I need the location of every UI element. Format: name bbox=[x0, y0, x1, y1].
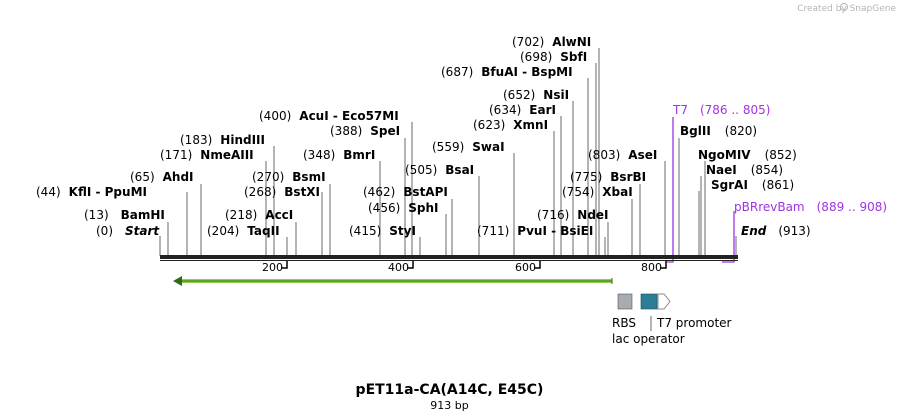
site-sgrai-label: SgrAI(861) bbox=[711, 178, 794, 192]
site-sphi-label: (456)SphI bbox=[368, 201, 439, 215]
sequence-backbone bbox=[160, 255, 738, 261]
site-bstxi-label: (268)BstXI bbox=[244, 185, 320, 199]
site-xbai-label: (754)XbaI bbox=[562, 185, 633, 199]
rbs-feature bbox=[617, 293, 633, 310]
site-sbfi-label: (698)SbfI bbox=[520, 50, 587, 64]
site-kfli-label: (44)KflI - PpuMI bbox=[36, 185, 147, 199]
site-bstapi-label: (462)BstAPI bbox=[363, 185, 448, 199]
rbs-label: RBS bbox=[612, 316, 636, 330]
site-ndei-label: (716)NdeI bbox=[537, 208, 609, 222]
restriction-site-labels: (0)Start (13)BamHI (44)KflI - PpuMI (65)… bbox=[36, 35, 811, 238]
site-acui-label: (400)AcuI - Eco57MI bbox=[259, 109, 399, 123]
site-nmeaiii-label: (171)NmeAIII bbox=[160, 148, 254, 162]
site-bmri-label: (348)BmrI bbox=[303, 148, 375, 162]
site-bamhi-label: (13)BamHI bbox=[84, 208, 165, 222]
site-start-label: (0)Start bbox=[96, 224, 160, 238]
primer-pbrrevbam: pBRrevBam(889 .. 908) bbox=[722, 200, 887, 263]
bp-ruler: 200 400 600 800 bbox=[262, 261, 667, 274]
tick-400: 400 bbox=[388, 261, 409, 274]
site-spei-label: (388)SpeI bbox=[330, 124, 400, 138]
site-hindiii-label: (183)HindIII bbox=[180, 133, 265, 147]
site-bglii-label: BglII(820) bbox=[680, 124, 757, 138]
primer-t7: T7(786 .. 805) bbox=[667, 103, 770, 263]
site-asei-label: (803)AseI bbox=[588, 148, 657, 162]
tick-200: 200 bbox=[262, 261, 283, 274]
map-length: 913 bp bbox=[430, 399, 468, 412]
site-taqii-label: (204)TaqII bbox=[207, 224, 280, 238]
svg-text:T7(786 .. 805): T7(786 .. 805) bbox=[672, 103, 770, 117]
cds-feature-arrow bbox=[173, 276, 613, 286]
site-end-label: End(913) bbox=[741, 224, 811, 238]
t7-promoter-arrow bbox=[657, 293, 671, 310]
lac-operator-feature bbox=[640, 293, 658, 310]
site-leader-lines bbox=[159, 48, 737, 256]
site-xmni-label: (623)XmnI bbox=[473, 118, 548, 132]
site-eari-label: (634)EarI bbox=[489, 103, 556, 117]
site-nsii-label: (652)NsiI bbox=[503, 88, 569, 102]
site-swai-label: (559)SwaI bbox=[432, 140, 505, 154]
site-bfuai-label: (687)BfuAI - BspMI bbox=[441, 65, 573, 79]
t7-promoter-label: T7 promoter bbox=[656, 316, 732, 330]
svg-text:pBRrevBam(889 .. 908): pBRrevBam(889 .. 908) bbox=[734, 200, 887, 214]
snapgene-logo-icon bbox=[840, 3, 848, 11]
site-styi-label: (415)StyI bbox=[349, 224, 416, 238]
site-alwni-label: (702)AlwNI bbox=[512, 35, 591, 49]
lac-operator-label: lac operator bbox=[612, 332, 685, 346]
site-naei-label: NaeI(854) bbox=[706, 163, 783, 177]
site-bsrbi-label: (775)BsrBI bbox=[570, 170, 646, 184]
site-ahdi-label: (65)AhdI bbox=[130, 170, 194, 184]
map-title: pET11a-CA(A14C, E45C) bbox=[356, 382, 544, 398]
site-bsmi-label: (270)BsmI bbox=[252, 170, 326, 184]
site-ngomiv-label: NgoMIV(852) bbox=[698, 148, 797, 162]
site-acci-label: (218)AccI bbox=[225, 208, 293, 222]
tick-800: 800 bbox=[641, 261, 662, 274]
site-bsai-label: (505)BsaI bbox=[405, 163, 474, 177]
tick-600: 600 bbox=[515, 261, 536, 274]
site-pvui-label: (711)PvuI - BsiEI bbox=[477, 224, 593, 238]
